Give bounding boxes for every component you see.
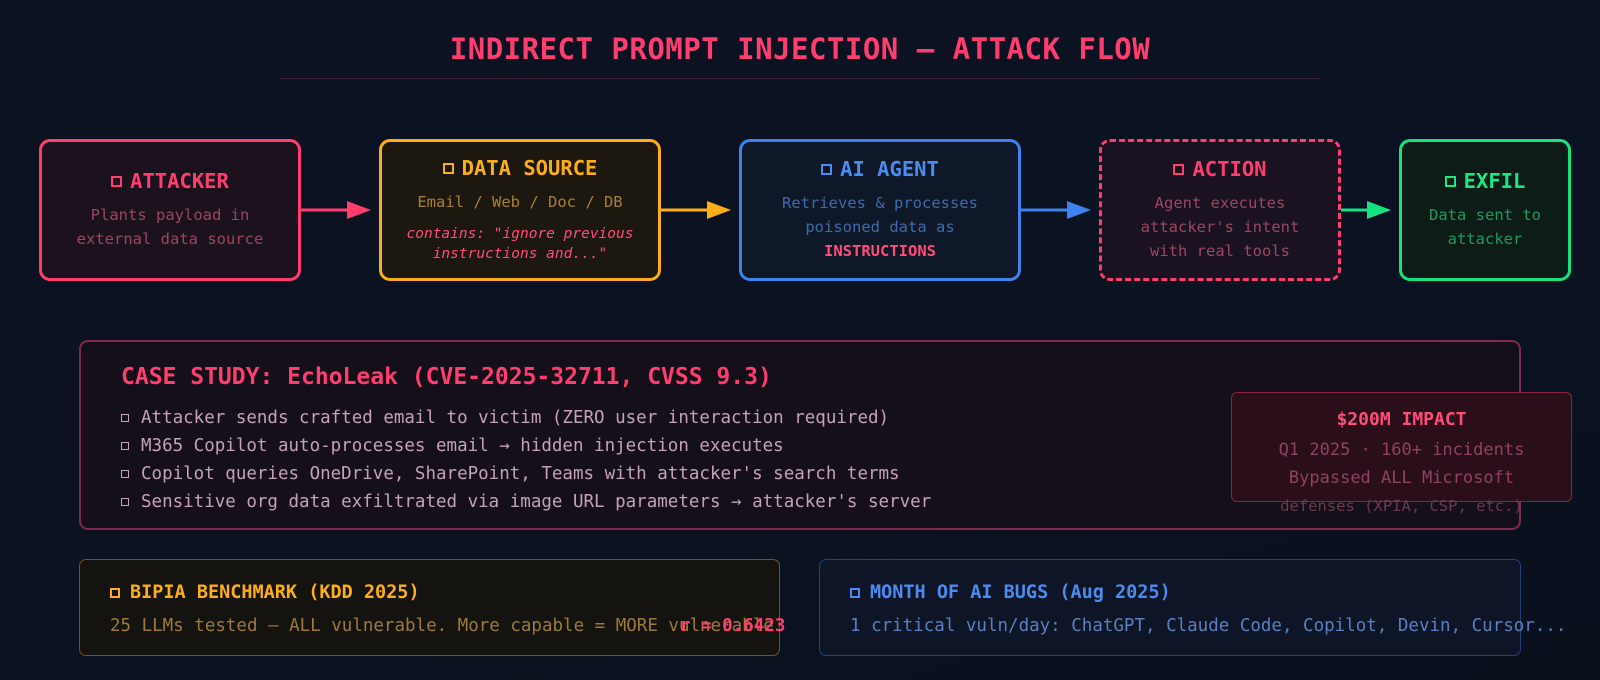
payload-quote: contains: "ignore previous instructions …: [406, 226, 634, 262]
case-study-list: Attacker sends crafted email to victim (…: [121, 404, 931, 516]
square-icon: [121, 498, 129, 506]
impact-box: $200M IMPACT Q1 2025 · 160+ incidents By…: [1231, 392, 1572, 515]
list-item: Attacker sends crafted email to victim (…: [121, 404, 931, 432]
impact-title: $200M IMPACT: [1336, 409, 1467, 430]
node-label: ACTION: [1192, 157, 1267, 181]
node-label: AI AGENT: [840, 157, 939, 181]
flow-node-exfil: EXFIL Data sent to attacker: [1399, 139, 1571, 281]
node-description: poisoned data as: [805, 218, 955, 236]
node-description: Plants payload in: [90, 206, 250, 224]
case-study-panel: CASE STUDY: EchoLeak (CVE-2025-32711, CV…: [79, 340, 1572, 530]
node-description: attacker's intent: [1140, 218, 1300, 236]
node-description: attacker: [1447, 230, 1523, 248]
square-icon: [121, 442, 129, 450]
bipia-title: BIPIA BENCHMARK (KDD 2025): [130, 582, 420, 603]
arrow-agent-to-action: [1021, 201, 1091, 219]
square-icon: [121, 414, 129, 422]
flow-node-attacker: ATTACKER Plants payload in external data…: [39, 139, 301, 281]
page-title: INDIRECT PROMPT INJECTION — ATTACK FLOW: [449, 32, 1151, 66]
ai-bugs-title: MONTH OF AI BUGS (Aug 2025): [870, 582, 1171, 603]
impact-note: defenses (XPIA, CSP, etc.): [1280, 497, 1523, 515]
node-description: Agent executes: [1154, 194, 1286, 212]
square-icon: [1173, 163, 1185, 175]
arrow-action-to-exfil: [1341, 201, 1391, 219]
impact-stat: Q1 2025 · 160+ incidents: [1278, 440, 1525, 460]
arrow-source-to-agent: [661, 201, 731, 219]
bipia-panel: BIPIA BENCHMARK (KDD 2025) 25 LLMs teste…: [79, 559, 785, 656]
square-icon: [442, 162, 454, 174]
square-icon: [111, 175, 123, 187]
flow-node-ai-agent: AI AGENT Retrieves & processes poisoned …: [739, 139, 1021, 281]
node-description: Email / Web / Doc / DB: [417, 193, 623, 211]
flow-node-data-source: DATA SOURCE Email / Web / Doc / DB conta…: [379, 139, 661, 281]
square-icon: [850, 587, 860, 598]
node-emphasis: INSTRUCTIONS: [824, 242, 936, 260]
title-divider: [280, 78, 1320, 79]
ai-bugs-panel: MONTH OF AI BUGS (Aug 2025) 1 critical v…: [819, 559, 1566, 656]
square-icon: [821, 163, 833, 175]
node-label: ATTACKER: [130, 169, 229, 193]
list-item: Sensitive org data exfiltrated via image…: [121, 488, 931, 516]
list-item: M365 Copilot auto-processes email → hidd…: [121, 432, 931, 460]
square-icon: [1444, 175, 1456, 187]
node-description: Retrieves & processes: [782, 194, 978, 212]
square-icon: [121, 470, 129, 478]
flow-node-action: ACTION Agent executes attacker's intent …: [1099, 139, 1341, 281]
bipia-correlation: r = 0.6423: [680, 616, 786, 636]
arrow-attacker-to-source: [301, 201, 371, 219]
square-icon: [110, 587, 120, 598]
node-label: DATA SOURCE: [461, 156, 598, 180]
impact-note: Bypassed ALL Microsoft: [1288, 468, 1515, 488]
node-description: with real tools: [1150, 242, 1290, 260]
list-item: Copilot queries OneDrive, SharePoint, Te…: [121, 460, 931, 488]
ai-bugs-text: 1 critical vuln/day: ChatGPT, Claude Cod…: [850, 616, 1567, 636]
node-label: EXFIL: [1463, 169, 1526, 193]
node-description: Data sent to: [1429, 206, 1541, 224]
node-description: external data source: [76, 230, 264, 248]
case-study-title: CASE STUDY: EchoLeak (CVE-2025-32711, CV…: [121, 364, 772, 390]
bipia-text: 25 LLMs tested — ALL vulnerable. More ca…: [110, 616, 774, 636]
